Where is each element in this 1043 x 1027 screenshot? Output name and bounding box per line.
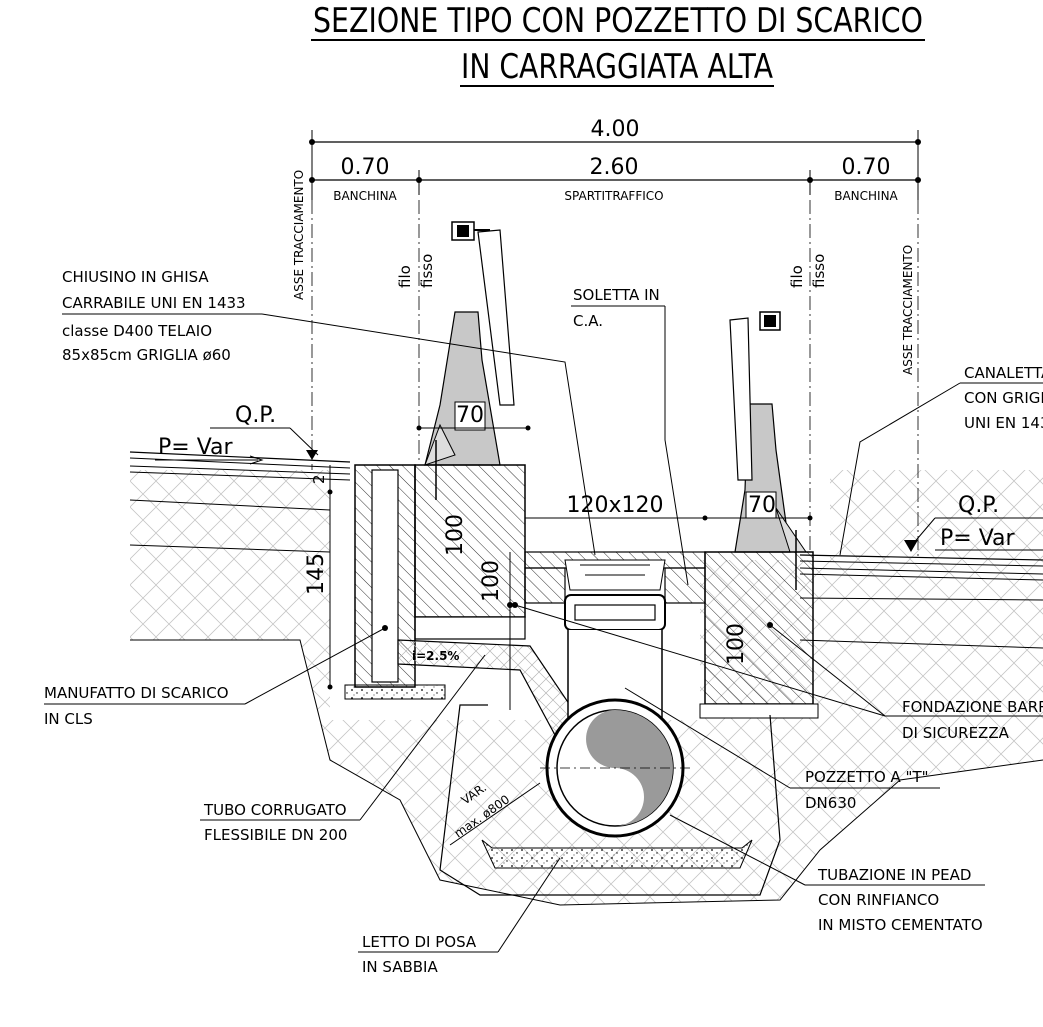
label-qp-right: Q.P. <box>958 493 999 518</box>
label-tubazione-2: CON RINFIANCO <box>818 891 939 909</box>
ground-soil <box>129 395 1043 906</box>
label-pozzetto-1: POZZETTO A "T" <box>805 768 929 786</box>
dim-well-depth: 100 <box>479 560 504 602</box>
label-letto-1: LETTO DI POSA <box>362 933 477 951</box>
label-soletta-1: SOLETTA IN <box>573 286 660 304</box>
dimension-chain-top <box>309 130 921 200</box>
soletta-slab <box>524 551 706 604</box>
label-qp-left: Q.P. <box>235 403 276 428</box>
label-filo-left: filo <box>396 265 414 288</box>
title-line-1: SEZIONE TIPO CON POZZETTO DI SCARICO <box>313 1 923 41</box>
dim-spartitraffico: 2.60 <box>590 155 639 180</box>
label-fisso-right: fisso <box>810 254 828 288</box>
label-chiusino-3: classe D400 TELAIO <box>62 322 212 340</box>
left-safety-barrier <box>424 221 515 500</box>
label-chiusino-1: CHIUSINO IN GHISA <box>62 268 209 286</box>
label-canaletta-2: CON GRIGLIA <box>964 389 1043 407</box>
dim-barrier-right: 70 <box>748 493 776 518</box>
label-asse-right: ASSE TRACCIAMENTO <box>901 245 915 375</box>
label-letto-2: IN SABBIA <box>362 958 438 976</box>
dim-right-block: 100 <box>724 623 749 665</box>
dim-offset-2: 2 <box>310 474 328 484</box>
dim-manufatto: 145 <box>304 553 329 595</box>
right-foundation-block <box>699 551 819 719</box>
label-tubo-1: TUBO CORRUGATO <box>203 801 347 819</box>
manufatto-scarico <box>344 464 446 700</box>
label-tubazione-1: TUBAZIONE IN PEAD <box>817 866 971 884</box>
label-canaletta-3: UNI EN 1433 <box>964 414 1043 432</box>
label-asse-left: ASSE TRACCIAMENTO <box>292 170 306 300</box>
label-chiusino-2: CARRABILE UNI EN 1433 <box>62 294 246 312</box>
label-banchina-left: BANCHINA <box>333 189 397 203</box>
dim-barrier-left: 70 <box>456 403 484 428</box>
label-canaletta-1: CANALETTA <box>964 364 1043 382</box>
label-tubazione-3: IN MISTO CEMENTATO <box>818 916 983 934</box>
label-spartitraffico: SPARTITRAFFICO <box>564 189 663 203</box>
label-fisso-left: fisso <box>418 254 436 288</box>
road-layers-right <box>799 554 1043 581</box>
label-soletta-2: C.A. <box>573 312 603 330</box>
label-slope: i=2.5% <box>412 649 459 663</box>
label-p-var-left: P= Var <box>158 435 234 460</box>
label-pozzetto-2: DN630 <box>805 794 856 812</box>
label-p-var-right: P= Var <box>940 526 1016 551</box>
dim-left-banchina: 0.70 <box>341 155 390 180</box>
title-line-2: IN CARRAGGIATA ALTA <box>461 47 773 87</box>
label-filo-right: filo <box>788 265 806 288</box>
dim-slab: 120x120 <box>566 493 663 518</box>
label-chiusino-4: 85x85cm GRIGLIA ø60 <box>62 346 231 364</box>
left-foundation-block <box>414 464 526 640</box>
label-tubo-2: FLESSIBILE DN 200 <box>204 826 347 844</box>
label-manufatto-2: IN CLS <box>44 710 93 728</box>
letto-posa-sabbia <box>481 839 753 869</box>
right-safety-barrier <box>729 311 807 590</box>
label-fondazione-2: DI SICUREZZA <box>902 724 1010 742</box>
label-fondazione-1: FONDAZIONE BARRIERA <box>902 698 1043 716</box>
pozzetto-t <box>564 594 666 721</box>
label-manufatto-1: MANUFATTO DI SCARICO <box>44 684 229 702</box>
dim-right-banchina: 0.70 <box>842 155 891 180</box>
tubazione-pead <box>439 698 781 896</box>
dim-total: 4.00 <box>591 117 640 142</box>
dim-left-block: 100 <box>443 514 468 556</box>
label-banchina-right: BANCHINA <box>834 189 898 203</box>
